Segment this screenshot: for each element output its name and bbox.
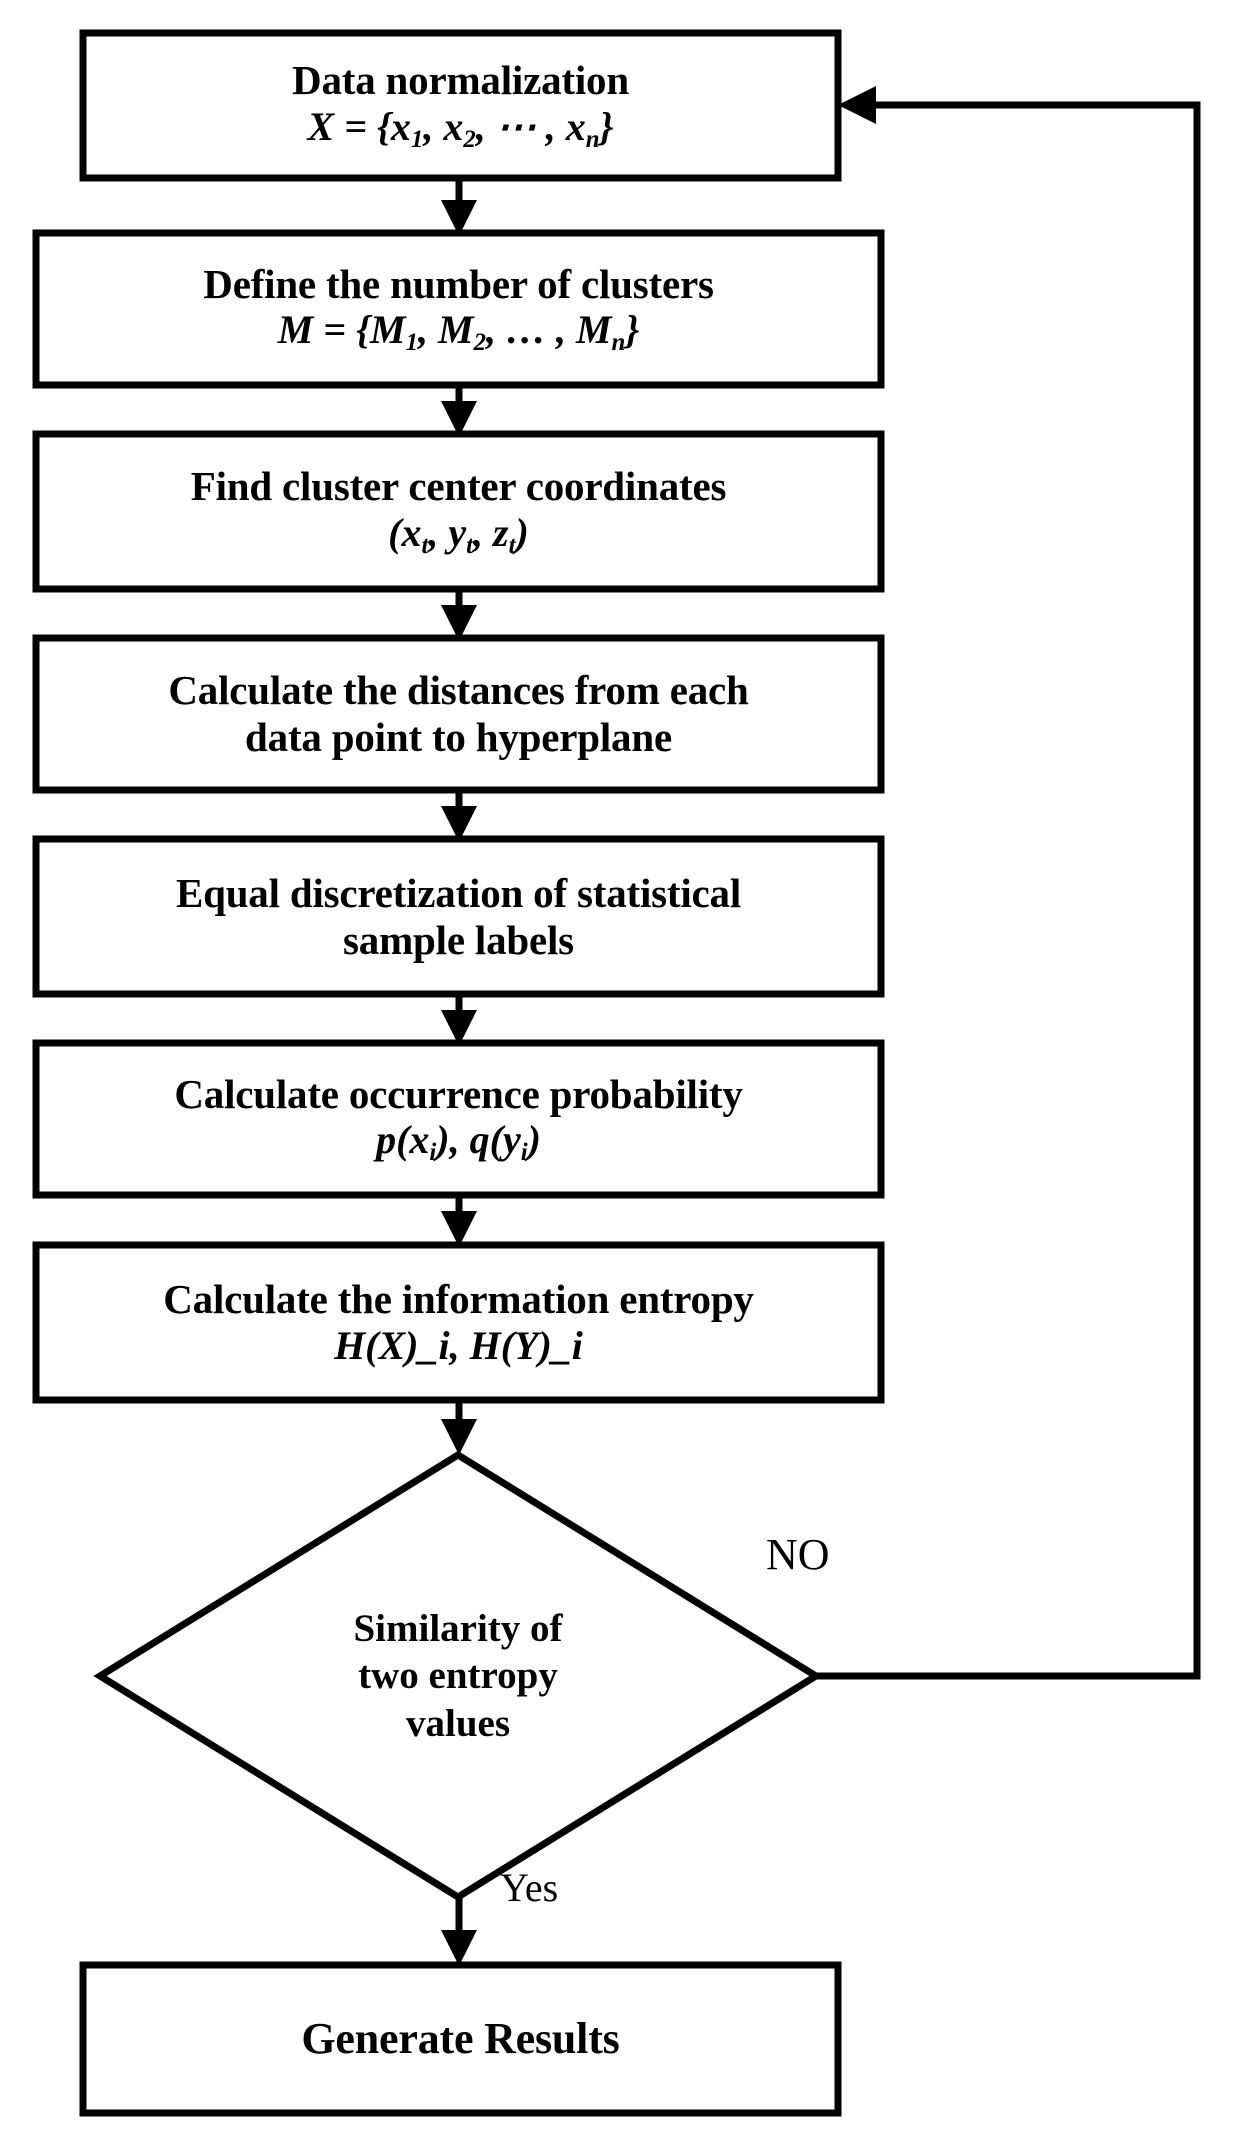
arrowhead-2-to-3 (441, 401, 477, 437)
arrowhead-3-to-4 (441, 605, 477, 641)
arrowhead-4-to-5 (441, 806, 477, 842)
node-shape-information-entropy[interactable] (32, 1241, 885, 1404)
arrowhead-feedback-to-box1 (838, 86, 876, 124)
arrowhead-5-to-6 (441, 1010, 477, 1046)
arrowhead-decision-yes (441, 1930, 477, 1966)
node-shape-occurrence-probability[interactable] (32, 1039, 885, 1199)
node-shape-cluster-centers[interactable] (32, 430, 885, 593)
node-shape-generate-results[interactable] (79, 1961, 842, 2117)
arrowhead-7-to-decision (441, 1419, 477, 1455)
arrowhead-6-to-7 (441, 1211, 477, 1247)
connector-decision-no-feedback (816, 101, 1201, 1680)
node-shape-data-normalization[interactable] (79, 29, 842, 182)
arrowhead-1-to-2 (441, 200, 477, 236)
node-shape-similarity-decision[interactable] (93, 1450, 823, 1902)
node-shape-define-clusters[interactable] (32, 229, 885, 389)
node-shape-equal-discretization[interactable] (32, 835, 885, 998)
node-shape-calculate-distances[interactable] (32, 634, 885, 794)
